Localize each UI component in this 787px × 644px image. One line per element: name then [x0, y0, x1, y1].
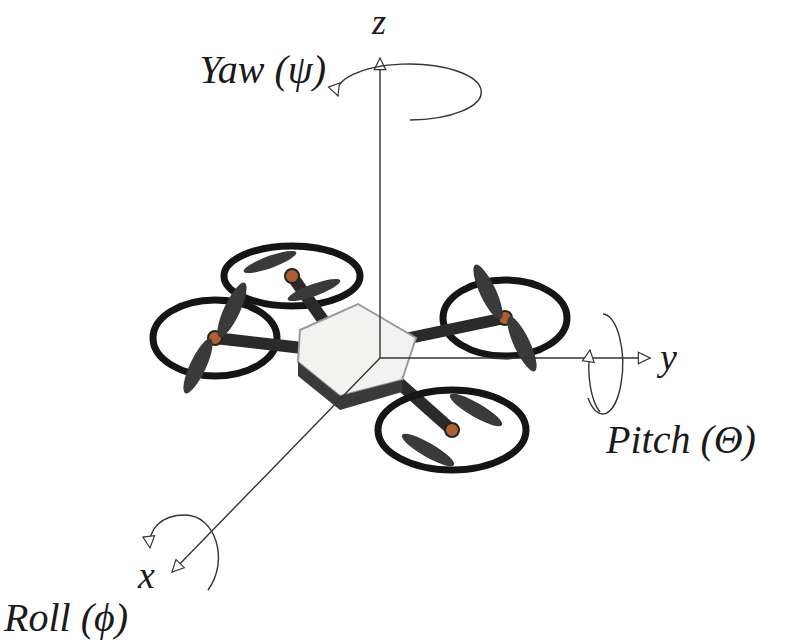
rotation-label: Pitch (Θ)	[606, 420, 756, 460]
propellers	[178, 247, 542, 471]
drone-body-base	[298, 362, 402, 410]
rotation-label: Yaw (ψ)	[199, 50, 326, 90]
roll-rotation-arrow	[150, 515, 219, 590]
rotation-label: Roll (ϕ)	[4, 598, 128, 638]
pitch-rotation-arrow	[588, 314, 623, 414]
yaw-rotation-arrow	[337, 64, 481, 120]
z-axis	[379, 58, 380, 358]
y-axis	[380, 357, 650, 358]
propeller-guard	[378, 390, 526, 470]
pitch-rotation-head	[589, 350, 600, 412]
x-axis	[172, 358, 380, 572]
axes	[150, 58, 650, 590]
axis-label: z	[372, 4, 386, 40]
axis-label: x	[138, 556, 155, 594]
motors	[208, 269, 512, 437]
axis-label: y	[660, 338, 677, 376]
